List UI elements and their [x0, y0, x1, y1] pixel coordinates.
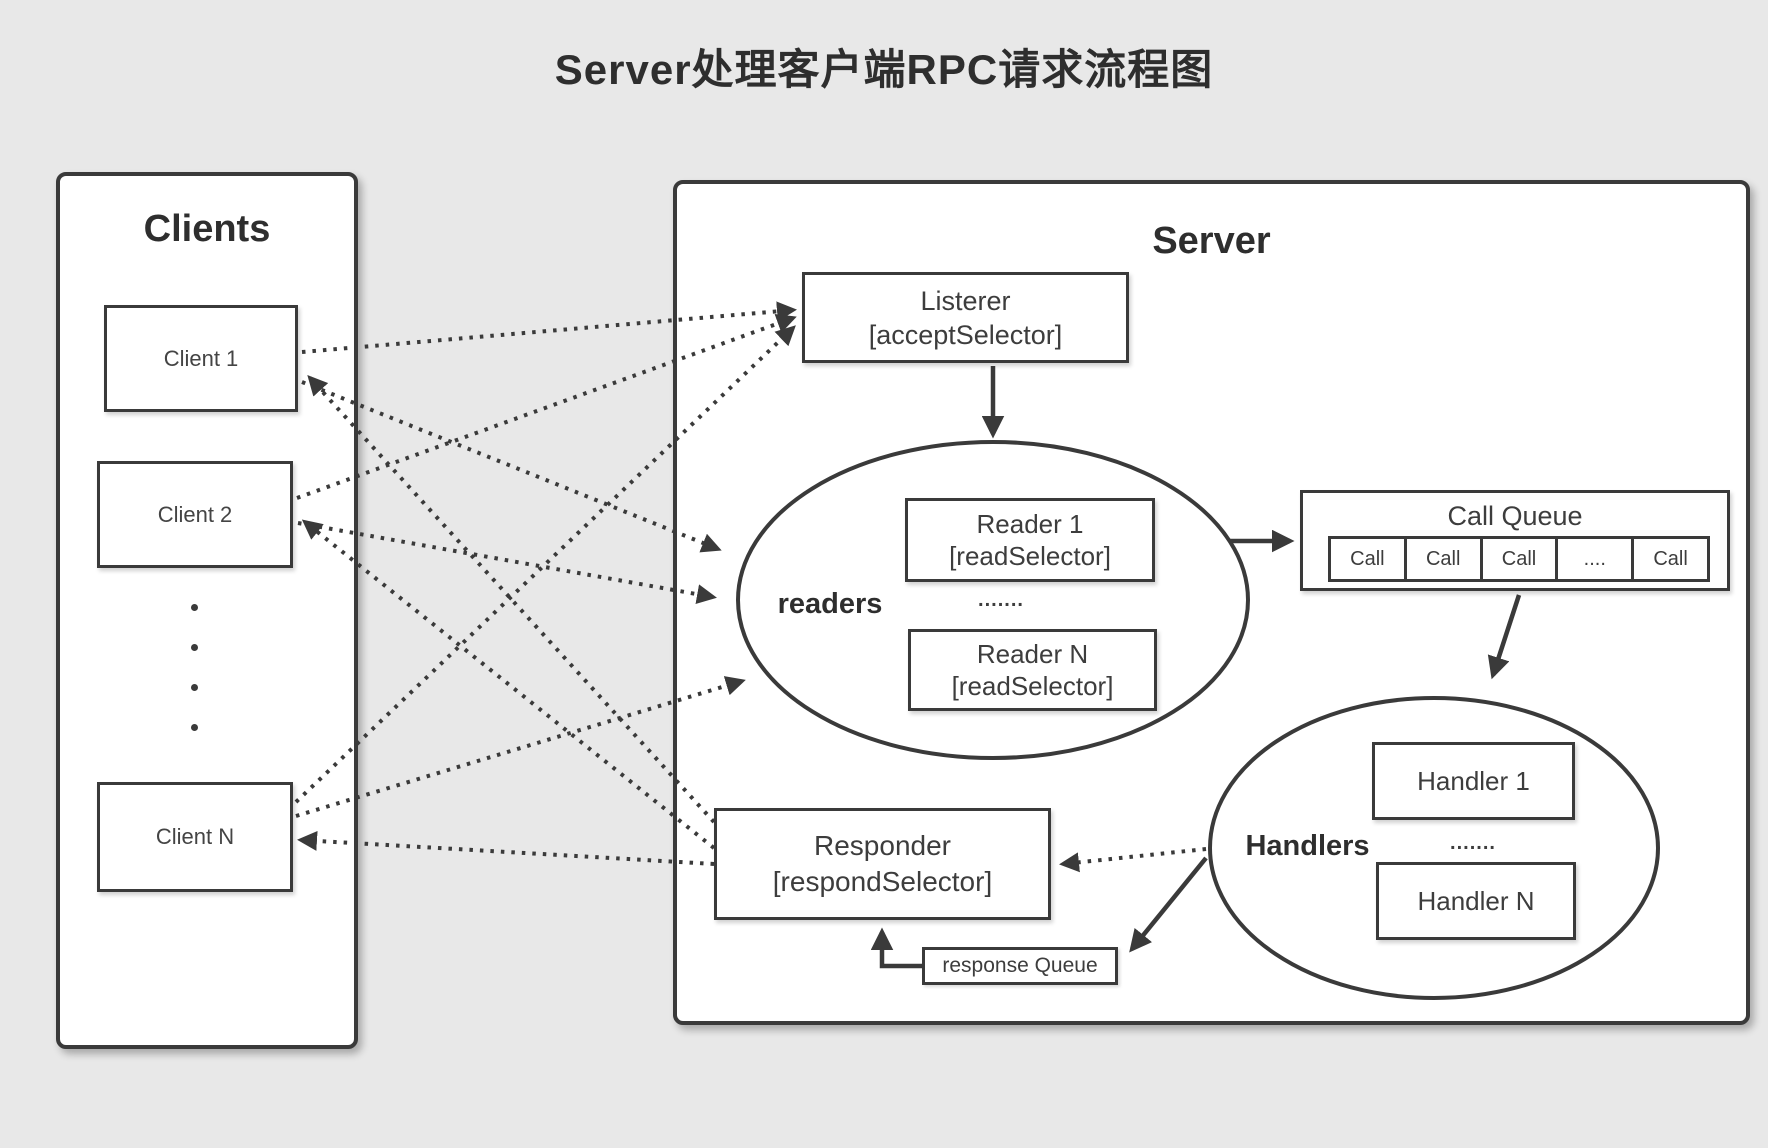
- reader-1-box: Reader 1 [readSelector]: [905, 498, 1155, 582]
- listener-selector: [acceptSelector]: [868, 319, 1063, 350]
- call-queue-box: Call Queue Call Call Call .... Call: [1300, 490, 1730, 591]
- client-n-box: Client N: [97, 782, 293, 892]
- dotted-arrow-responder-to-client2: [301, 519, 716, 850]
- client-n-label: Client N: [155, 824, 235, 849]
- call-queue-cell: Call: [1631, 536, 1710, 582]
- responder-name: Responder: [814, 830, 951, 861]
- handlers-label: Handlers: [1245, 830, 1370, 862]
- dotted-arrow-responder-to-client1: [307, 375, 716, 824]
- client-2-box: Client 2: [97, 461, 293, 568]
- handler-1-label: Handler 1: [1417, 766, 1530, 796]
- readers-ellipsis: .......: [978, 589, 1024, 611]
- listener-box: Listerer [acceptSelector]: [802, 272, 1129, 363]
- reader-1-name: Reader 1: [976, 509, 1084, 539]
- server-panel-title: Server: [1152, 220, 1271, 262]
- responder-box: Responder [respondSelector]: [714, 808, 1051, 920]
- dotted-arrow-client1-to-readers: [301, 380, 722, 553]
- response-queue-box: response Queue: [922, 947, 1118, 985]
- readers-label: readers: [777, 588, 883, 620]
- clients-panel: Clients: [56, 172, 358, 1049]
- dotted-arrow-client2-to-readers: [297, 521, 717, 605]
- handler-n-box: Handler N: [1376, 862, 1576, 940]
- handlers-ellipsis: .......: [1450, 832, 1496, 854]
- response-queue-label: response Queue: [942, 954, 1098, 977]
- client-2-label: Client 2: [157, 501, 233, 527]
- call-queue-cell: Call: [1403, 536, 1483, 582]
- call-queue-cell: Call: [1328, 536, 1407, 582]
- clients-panel-title: Clients: [143, 208, 271, 250]
- responder-selector: [respondSelector]: [772, 866, 993, 897]
- reader-n-box: Reader N [readSelector]: [908, 629, 1157, 711]
- listener-name: Listerer: [920, 285, 1011, 316]
- call-queue-cells: Call Call Call .... Call: [1328, 536, 1710, 582]
- dotted-arrow-responder-to-clientN: [297, 830, 715, 866]
- call-queue-cell: ....: [1555, 536, 1635, 582]
- reader-n-name: Reader N: [976, 639, 1089, 669]
- reader-1-selector: [readSelector]: [949, 541, 1111, 571]
- clients-vertical-ellipsis: [191, 604, 198, 764]
- handler-1-box: Handler 1: [1372, 742, 1575, 820]
- handler-n-label: Handler N: [1417, 886, 1535, 916]
- reader-n-selector: [readSelector]: [951, 671, 1114, 701]
- call-queue-title: Call Queue: [1447, 501, 1583, 531]
- call-queue-cell: Call: [1479, 536, 1559, 582]
- client-1-label: Client 1: [163, 345, 239, 371]
- diagram-title: Server处理客户端RPC请求流程图: [554, 46, 1214, 93]
- client-1-box: Client 1: [104, 305, 298, 412]
